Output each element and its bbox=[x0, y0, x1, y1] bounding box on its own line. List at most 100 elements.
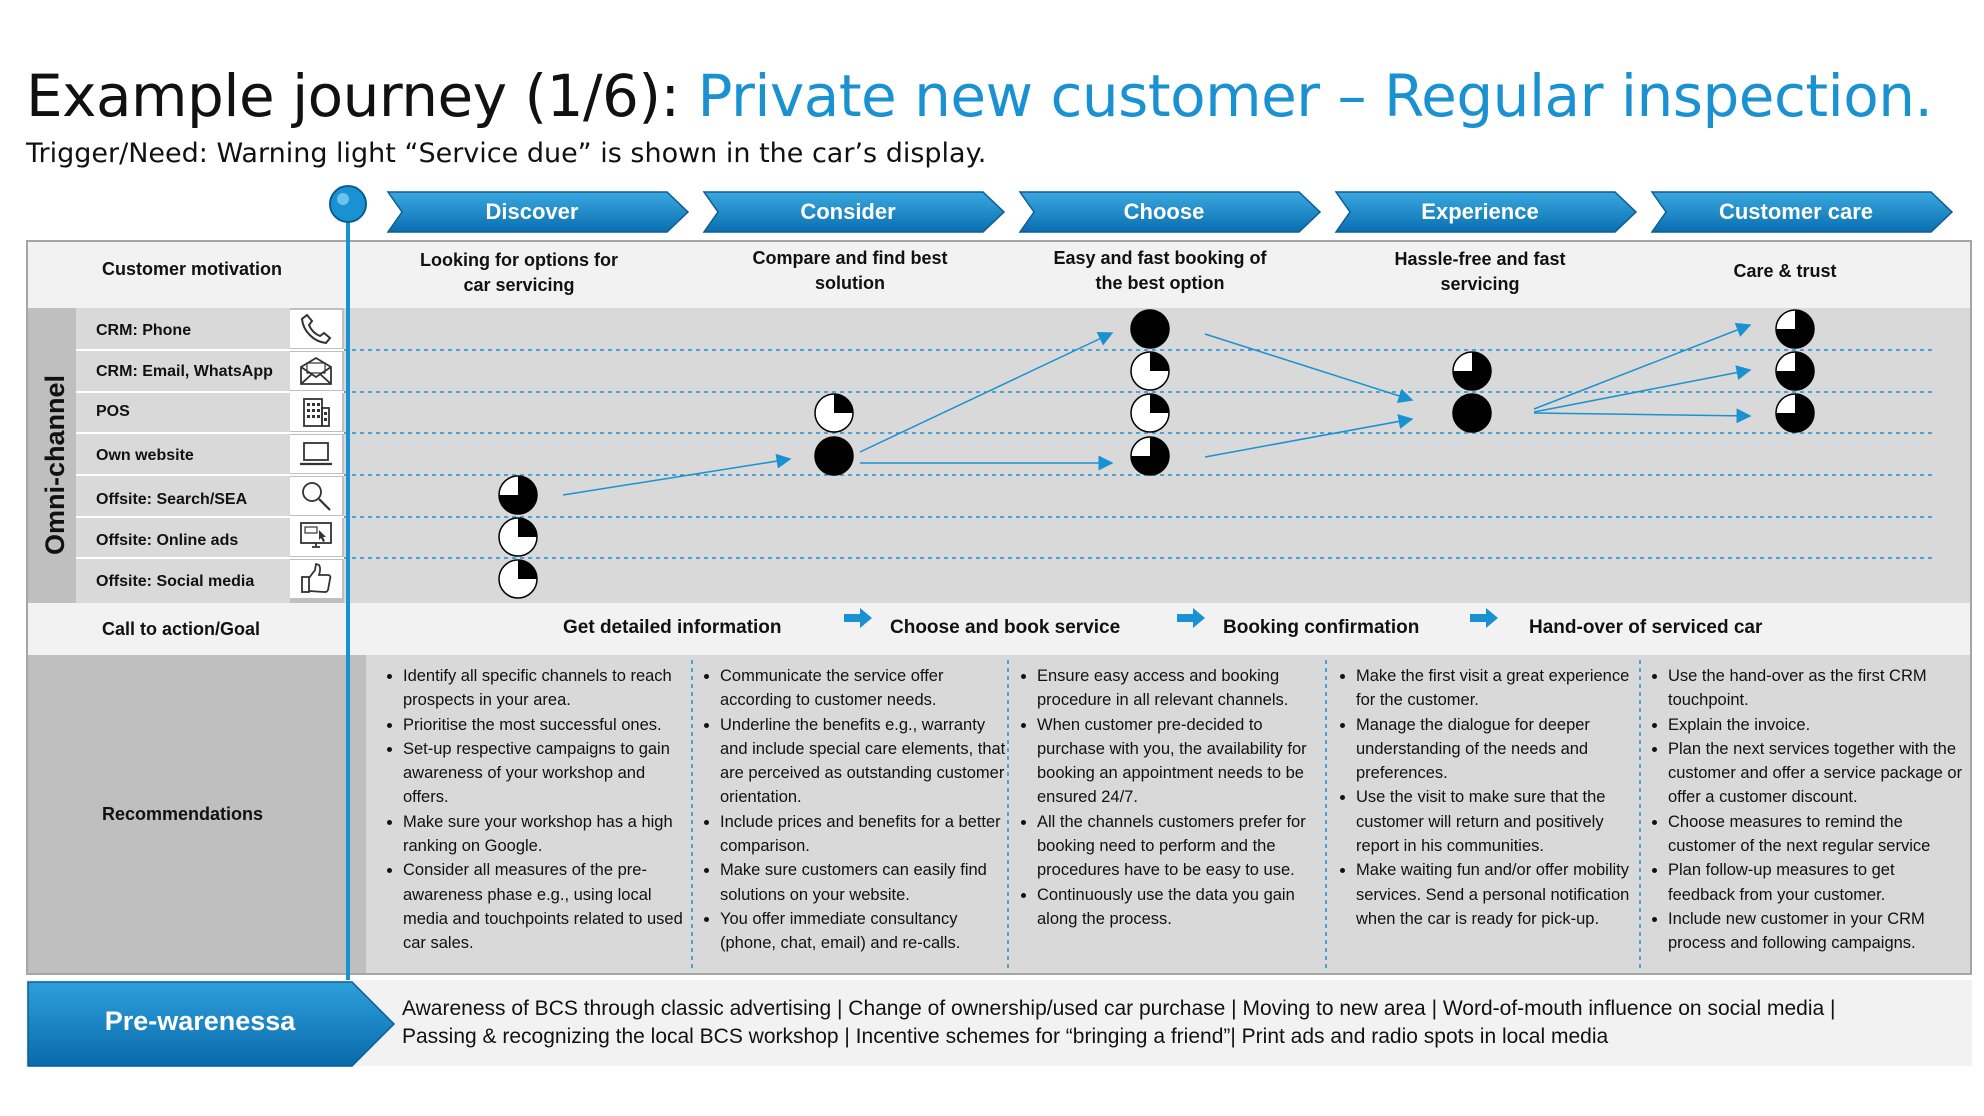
motivation-experience: Hassle-free and fast servicing bbox=[1394, 249, 1566, 294]
motivation-discover: Looking for options for car servicing bbox=[420, 250, 618, 295]
harvey-ball bbox=[1775, 351, 1815, 391]
list-item: Plan follow-up measures to get feedback … bbox=[1668, 858, 1966, 907]
title-main: Example journey (1/6): bbox=[26, 62, 698, 130]
list-item: When customer pre-decided to purchase wi… bbox=[1037, 713, 1323, 810]
phase-customer-care: Customer care bbox=[1718, 199, 1874, 224]
harvey-ball bbox=[1452, 393, 1492, 433]
phase-experience: Experience bbox=[1421, 199, 1539, 224]
phase-discover: Discover bbox=[485, 199, 579, 224]
building-icon bbox=[290, 393, 342, 431]
harvey-ball bbox=[1452, 351, 1492, 391]
title-accent: Private new customer – Regular inspectio… bbox=[697, 62, 1933, 130]
cta-arrow-icon bbox=[1177, 608, 1205, 628]
harvey-ball bbox=[498, 517, 538, 557]
list-item: You offer immediate consultancy (phone, … bbox=[720, 907, 1006, 956]
list-item: Include prices and benefits for a better… bbox=[720, 810, 1006, 859]
arrow-pos-to-pos bbox=[1533, 408, 1752, 424]
phase-consider: Consider bbox=[800, 199, 896, 224]
cta-booking-confirmation: Booking confirmation bbox=[1223, 617, 1420, 638]
thumbs-up-icon bbox=[290, 560, 342, 598]
channel-own-website: Own website bbox=[96, 447, 194, 464]
list-item: Make sure your workshop has a high ranki… bbox=[403, 810, 689, 859]
chevron-customer-care bbox=[1650, 191, 1954, 233]
harvey-ball bbox=[1130, 393, 1170, 433]
list-item: Plan the next services together with the… bbox=[1668, 737, 1966, 810]
email-icon bbox=[290, 352, 342, 390]
search-icon bbox=[290, 477, 342, 515]
harvey-ball bbox=[814, 393, 854, 433]
motivation-choose: Easy and fast booking of the best option bbox=[1053, 248, 1267, 293]
chevron-discover bbox=[386, 191, 690, 233]
recommendations-content-bg bbox=[366, 655, 1970, 973]
arrow-website-to-phone bbox=[859, 331, 1114, 453]
list-item: Choose measures to remind the customer o… bbox=[1668, 810, 1966, 859]
trigger-text: Trigger/Need: Warning light “Service due… bbox=[26, 138, 987, 169]
cta-row-bg bbox=[28, 603, 1970, 655]
online-ads-icon bbox=[290, 518, 342, 556]
list-item: Use the visit to make sure that the cust… bbox=[1356, 785, 1638, 858]
arrow-search-to-website bbox=[562, 453, 792, 496]
touchpoint-map bbox=[498, 309, 1815, 599]
arrow-pos-to-email bbox=[1533, 365, 1752, 413]
pre-awareness-arrow bbox=[27, 981, 396, 1067]
phone-icon bbox=[290, 310, 342, 348]
page-title: Example journey (1/6): Private new custo… bbox=[26, 62, 1933, 130]
cta-get-info: Get detailed information bbox=[563, 617, 782, 638]
motivation-consider: Compare and find best solution bbox=[752, 248, 948, 293]
list-item: Explain the invoice. bbox=[1668, 713, 1966, 737]
harvey-ball bbox=[498, 475, 538, 515]
harvey-balls bbox=[498, 309, 1815, 599]
chevron-choose bbox=[1018, 191, 1322, 233]
list-item: Make waiting fun and/or offer mobility s… bbox=[1356, 858, 1638, 931]
pre-awareness-text: Awareness of BCS through classic adverti… bbox=[402, 995, 1835, 1051]
recommendations-customer-care: Use the hand-over as the first CRM touch… bbox=[1648, 664, 1966, 956]
channel-crm-email: CRM: Email, WhatsApp bbox=[96, 363, 273, 380]
list-item: Prioritise the most successful ones. bbox=[403, 713, 689, 737]
list-item: Identify all specific channels to reach … bbox=[403, 664, 689, 713]
arrow-website-to-pos bbox=[1204, 414, 1414, 458]
harvey-ball bbox=[1775, 309, 1815, 349]
harvey-ball bbox=[1130, 309, 1170, 349]
list-item: Ensure easy access and booking procedure… bbox=[1037, 664, 1323, 713]
list-item: Use the hand-over as the first CRM touch… bbox=[1668, 664, 1966, 713]
list-item: Underline the benefits e.g., warranty an… bbox=[720, 713, 1006, 810]
recommendations-choose: Ensure easy access and booking procedure… bbox=[1017, 664, 1323, 931]
chevron-experience bbox=[1334, 191, 1638, 233]
recommendations-discover: Identify all specific channels to reach … bbox=[383, 664, 689, 956]
list-item: Consider all measures of the pre-awarene… bbox=[403, 858, 689, 955]
customer-motivation-label: Customer motivation bbox=[102, 259, 283, 279]
cta-arrows bbox=[844, 608, 1498, 628]
list-item: Make sure customers can easily find solu… bbox=[720, 858, 1006, 907]
cta-handover: Hand-over of serviced car bbox=[1529, 617, 1763, 638]
harvey-ball bbox=[814, 436, 854, 476]
call-to-action-label: Call to action/Goal bbox=[102, 619, 261, 639]
cta-arrow-icon bbox=[1470, 608, 1498, 628]
channel-offsite-search: Offsite: Search/SEA bbox=[96, 491, 248, 508]
pre-awareness-line: Awareness of BCS through classic adverti… bbox=[402, 997, 1836, 1020]
chevron-consider bbox=[702, 191, 1006, 233]
list-item: Make the first visit a great experience … bbox=[1356, 664, 1638, 713]
list-item: Continuously use the data you gain along… bbox=[1037, 883, 1323, 932]
motivation-row bbox=[28, 242, 1970, 308]
list-item: Communicate the service offer according … bbox=[720, 664, 1006, 713]
timeline bbox=[329, 185, 367, 980]
harvey-ball bbox=[1130, 351, 1170, 391]
cta-choose-book: Choose and book service bbox=[890, 617, 1121, 638]
arrow-pos-to-phone bbox=[1533, 322, 1752, 410]
phase-choose: Choose bbox=[1123, 199, 1205, 224]
channel-crm-phone: CRM: Phone bbox=[96, 322, 192, 339]
harvey-ball bbox=[498, 559, 538, 599]
list-item: Include new customer in your CRM process… bbox=[1668, 907, 1966, 956]
pre-awareness-line: Passing & recognizing the local BCS work… bbox=[402, 1025, 1609, 1048]
recommendations-experience: Make the first visit a great experience … bbox=[1336, 664, 1638, 931]
channel-pos: POS bbox=[96, 403, 130, 420]
pre-awareness-label: Pre-warenessa bbox=[104, 1006, 296, 1036]
recommendations-label: Recommendations bbox=[102, 804, 264, 824]
recommendations-consider: Communicate the service offer according … bbox=[700, 664, 1006, 956]
list-item: All the channels customers prefer for bo… bbox=[1037, 810, 1323, 883]
harvey-ball bbox=[1775, 393, 1815, 433]
cta-arrow-icon bbox=[844, 608, 872, 628]
motivation-customer-care: Care & trust bbox=[1733, 261, 1837, 281]
channel-label-column bbox=[76, 308, 290, 603]
